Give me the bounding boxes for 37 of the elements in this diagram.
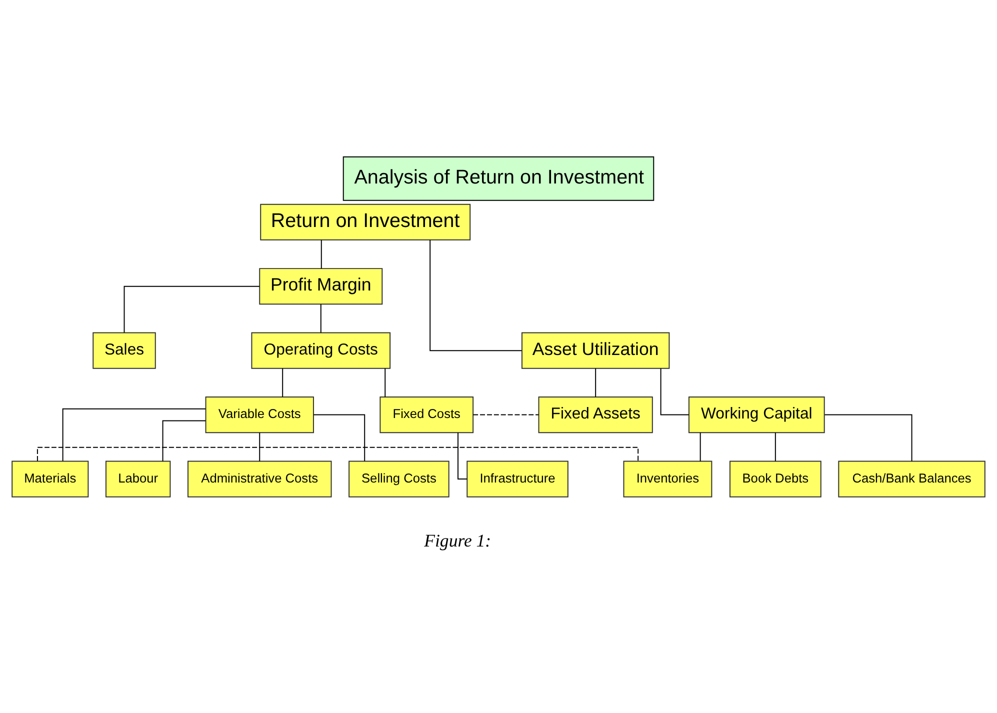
connector [124, 285, 260, 333]
node-box: Asset Utilization [521, 332, 670, 368]
connector [824, 414, 912, 462]
node-box: Administrative Costs [187, 460, 332, 497]
node-box: Book Debts [729, 460, 822, 497]
connector [320, 239, 322, 269]
node-box: Profit Margin [259, 268, 383, 304]
node-box: Materials [12, 460, 89, 497]
node-box: Return on Investment [260, 203, 471, 240]
caption: Figure 1: [424, 530, 492, 550]
connector [384, 367, 386, 397]
connector [259, 432, 260, 462]
connector [162, 420, 206, 462]
connector [430, 239, 522, 351]
connector [313, 414, 366, 462]
connector [458, 432, 468, 480]
node-box: Labour [105, 460, 171, 497]
connector [320, 303, 322, 333]
connector [472, 414, 540, 415]
node-box: Working Capital [688, 396, 825, 433]
node-box: Infrastructure [466, 460, 568, 497]
connector [36, 446, 639, 461]
connector [282, 367, 284, 397]
connector [774, 432, 776, 462]
node-box: Selling Costs [348, 460, 450, 497]
node-box: Fixed Costs [380, 396, 474, 433]
diagram-title: Analysis of Return on Investment [354, 166, 644, 188]
node-box: Operating Costs [251, 332, 391, 368]
node-box: Inventories [623, 460, 712, 497]
node-box: Variable Costs [205, 396, 314, 433]
connector [62, 408, 206, 461]
node-box: Sales [92, 332, 156, 368]
connector [660, 367, 690, 415]
node-box: Fixed Assets [538, 396, 653, 433]
connector [595, 367, 596, 397]
connector [700, 432, 701, 462]
node-box: Cash/Bank Balances [838, 460, 986, 497]
